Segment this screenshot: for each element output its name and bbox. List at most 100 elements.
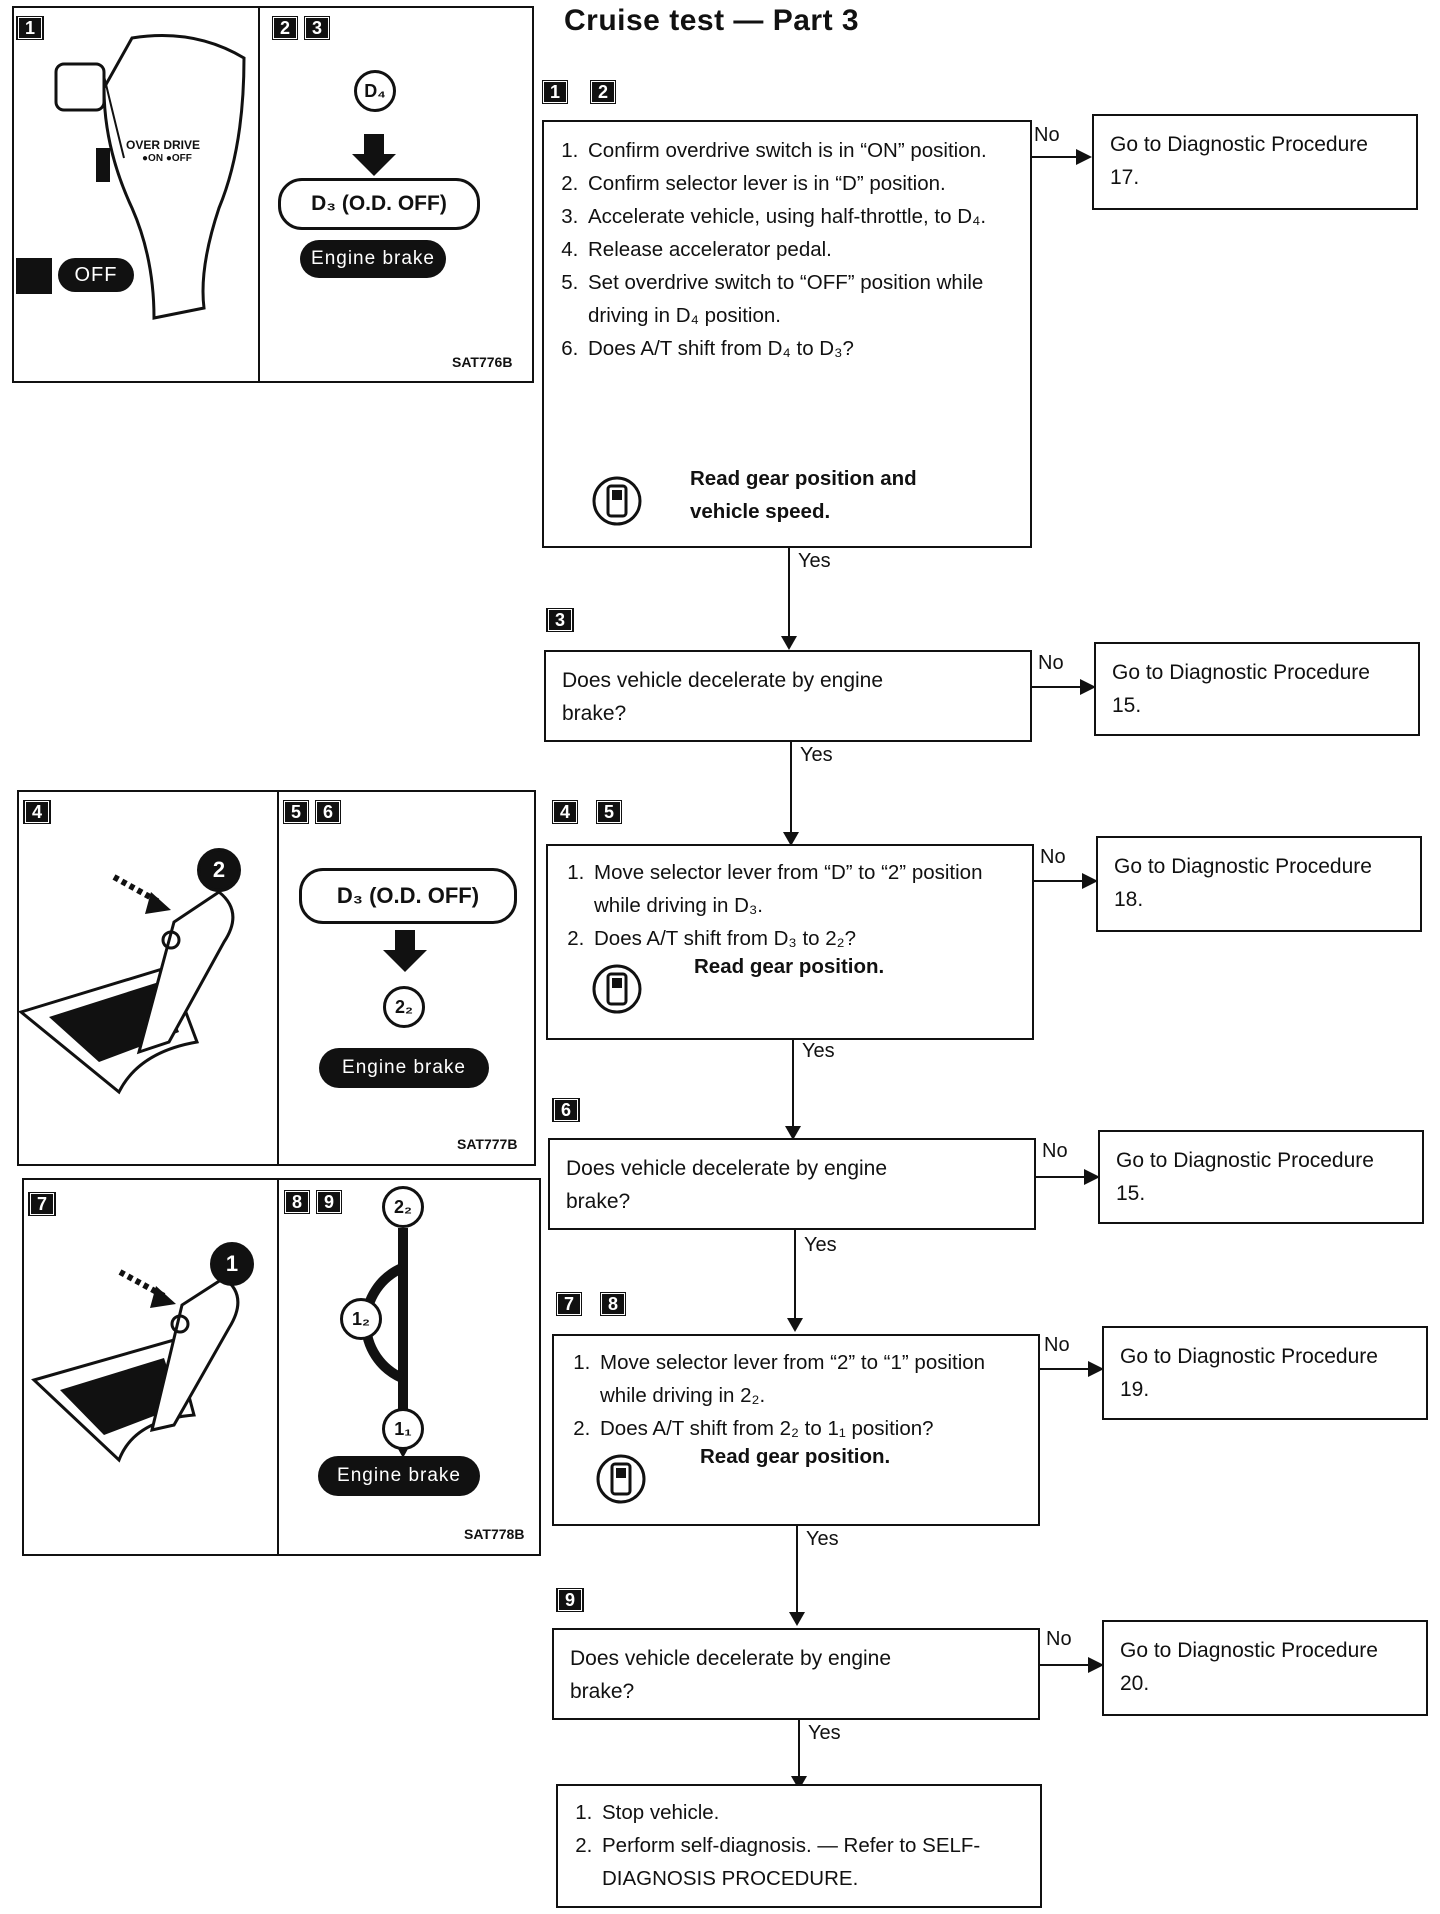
figure-code: SAT777B xyxy=(457,1136,518,1152)
step5-box: Move selector lever from “2” to “1” posi… xyxy=(552,1334,1040,1526)
arrow-head-icon xyxy=(791,1776,807,1790)
no-label: No xyxy=(1040,846,1066,868)
step-tag: 3 xyxy=(304,16,330,40)
step-tag: 2 xyxy=(272,16,298,40)
figure-code: SAT778B xyxy=(464,1526,525,1542)
step1-item: Accelerate vehicle, using half-throttle,… xyxy=(584,200,1020,233)
diag-ref-17: Go to Diagnostic Procedure 17. xyxy=(1092,114,1418,210)
step1-item: Set overdrive switch to “OFF” position w… xyxy=(584,266,1020,332)
step-tag: 7 xyxy=(556,1292,582,1316)
arrow-head-icon xyxy=(1088,1361,1104,1377)
arrow-head-icon xyxy=(787,1318,803,1332)
arrow-head-icon xyxy=(1084,1169,1100,1185)
gear-d3-od-off-pill: D₃ (O.D. OFF) xyxy=(299,868,517,924)
diag-ref-20: Go to Diagnostic Procedure 20. xyxy=(1102,1620,1428,1716)
step-tag: 4 xyxy=(23,800,51,824)
gear-1-1-circle: 1₁ xyxy=(382,1408,424,1450)
no-label: No xyxy=(1034,124,1060,146)
arrow-head-icon xyxy=(1080,679,1096,695)
arrow-head-icon xyxy=(1082,873,1098,889)
step-tag: 9 xyxy=(316,1190,342,1214)
consult-meter-icon xyxy=(596,1452,646,1516)
final-item: Perform self-diagnosis. — Refer to SELF-… xyxy=(598,1829,1030,1895)
step5-item: Move selector lever from “2” to “1” posi… xyxy=(596,1346,1028,1412)
step1-box: Confirm overdrive switch is in “ON” posi… xyxy=(542,120,1032,548)
step-tag: 8 xyxy=(600,1292,626,1316)
step1-item: Confirm overdrive switch is in “ON” posi… xyxy=(584,134,1020,167)
down-arrow-icon xyxy=(352,134,396,176)
step-tag: 5 xyxy=(596,800,622,824)
step4-box: Does vehicle decelerate by engine brake? xyxy=(548,1138,1036,1230)
no-label: No xyxy=(1038,652,1064,674)
no-label: No xyxy=(1042,1140,1068,1162)
diag-ref-19: Go to Diagnostic Procedure 19. xyxy=(1102,1326,1428,1420)
on-off-label: ●ON ●OFF xyxy=(142,153,192,164)
no-label: No xyxy=(1046,1628,1072,1650)
shift-knob-illustration xyxy=(16,34,246,320)
step-tag: 9 xyxy=(556,1588,584,1612)
step-tag: 1 xyxy=(542,80,568,104)
yes-label: Yes xyxy=(804,1234,837,1256)
engine-brake-pill: Engine brake xyxy=(318,1456,480,1496)
step5-item: Does A/T shift from 2₂ to 1₁ position? xyxy=(596,1412,1028,1445)
off-switch-label: OFF xyxy=(58,258,134,292)
step-tag: 4 xyxy=(552,800,578,824)
page-title: Cruise test — Part 3 xyxy=(564,4,860,37)
yes-label: Yes xyxy=(808,1722,841,1744)
selector-lever-illustration xyxy=(31,1269,240,1463)
arrow-head-icon xyxy=(789,1612,805,1626)
lever-position-1-circle: 1 xyxy=(210,1242,254,1286)
arrow-head-icon xyxy=(1076,149,1092,165)
lever-position-2-circle: 2 xyxy=(197,848,241,892)
step-tag: 2 xyxy=(590,80,616,104)
arrow-head-icon xyxy=(783,832,799,846)
overdrive-label: OVER DRIVE xyxy=(126,138,201,152)
final-item: Stop vehicle. xyxy=(598,1796,1030,1829)
figure-code: SAT776B xyxy=(452,354,513,370)
yes-label: Yes xyxy=(798,550,831,572)
selector-lever-illustration xyxy=(19,874,235,1095)
engine-brake-pill: Engine brake xyxy=(300,240,446,278)
gear-d3-od-off-pill: D₃ (O.D. OFF) xyxy=(278,178,480,230)
diag-ref-15b: Go to Diagnostic Procedure 15. xyxy=(1098,1130,1424,1224)
step1-item: Confirm selector lever is in “D” positio… xyxy=(584,167,1020,200)
diag-ref-15: Go to Diagnostic Procedure 15. xyxy=(1094,642,1420,736)
step1-item: Release accelerator pedal. xyxy=(584,233,1020,266)
step-tag: 6 xyxy=(552,1098,580,1122)
down-arrow-icon xyxy=(383,930,427,972)
final-box: Stop vehicle. Perform self-diagnosis. — … xyxy=(556,1784,1042,1908)
consult-meter-icon xyxy=(592,962,642,1026)
step2-box: Does vehicle decelerate by engine brake? xyxy=(544,650,1032,742)
step-tag: 3 xyxy=(546,608,574,632)
meter-note: Read gear position. xyxy=(694,955,885,978)
gear-1-2-circle: 1₂ xyxy=(340,1298,382,1340)
illustration-2-to-1: 7 8 9 1 2₂ 1₂ 1₁ Engine brake SAT778B xyxy=(22,1178,541,1556)
step-tag: 5 xyxy=(283,800,309,824)
yes-label: Yes xyxy=(800,744,833,766)
illustration-d-to-2: 4 5 6 2 D₃ (O.D. OFF) 2₂ Engine brake SA… xyxy=(17,790,536,1166)
arrow-head-icon xyxy=(785,1126,801,1140)
arrow-head-icon xyxy=(781,636,797,650)
step3-box: Move selector lever from “D” to “2” posi… xyxy=(546,844,1034,1040)
step6-box: Does vehicle decelerate by engine brake? xyxy=(552,1628,1040,1720)
step3-item: Move selector lever from “D” to “2” posi… xyxy=(590,856,1022,922)
step3-item: Does A/T shift from D₃ to 2₂? xyxy=(590,922,1022,955)
step-tag: 1 xyxy=(16,16,44,40)
no-label: No xyxy=(1044,1334,1070,1356)
gear-d4-circle: D₄ xyxy=(354,70,396,112)
step1-item: Does A/T shift from D₄ to D₃? xyxy=(584,332,1020,365)
consult-meter-icon xyxy=(592,474,642,538)
step-tag: 7 xyxy=(28,1192,56,1216)
step-tag: 8 xyxy=(284,1190,310,1214)
meter-note: Read gear position. xyxy=(700,1445,891,1468)
arrow-head-icon xyxy=(1088,1657,1104,1673)
yes-label: Yes xyxy=(806,1528,839,1550)
gear-2-2-circle: 2₂ xyxy=(383,986,425,1028)
diag-ref-18: Go to Diagnostic Procedure 18. xyxy=(1096,836,1422,932)
illustration-overdrive-switch: 1 2 3 OVER DRIVE ●ON ●OFF OFF D₄ D₃ (O.D… xyxy=(12,6,534,383)
step-tag: 6 xyxy=(315,800,341,824)
yes-label: Yes xyxy=(802,1040,835,1062)
engine-brake-pill: Engine brake xyxy=(319,1048,489,1088)
gear-2-2-circle: 2₂ xyxy=(382,1186,424,1228)
meter-note: Read gear position and vehicle speed. xyxy=(690,467,917,523)
